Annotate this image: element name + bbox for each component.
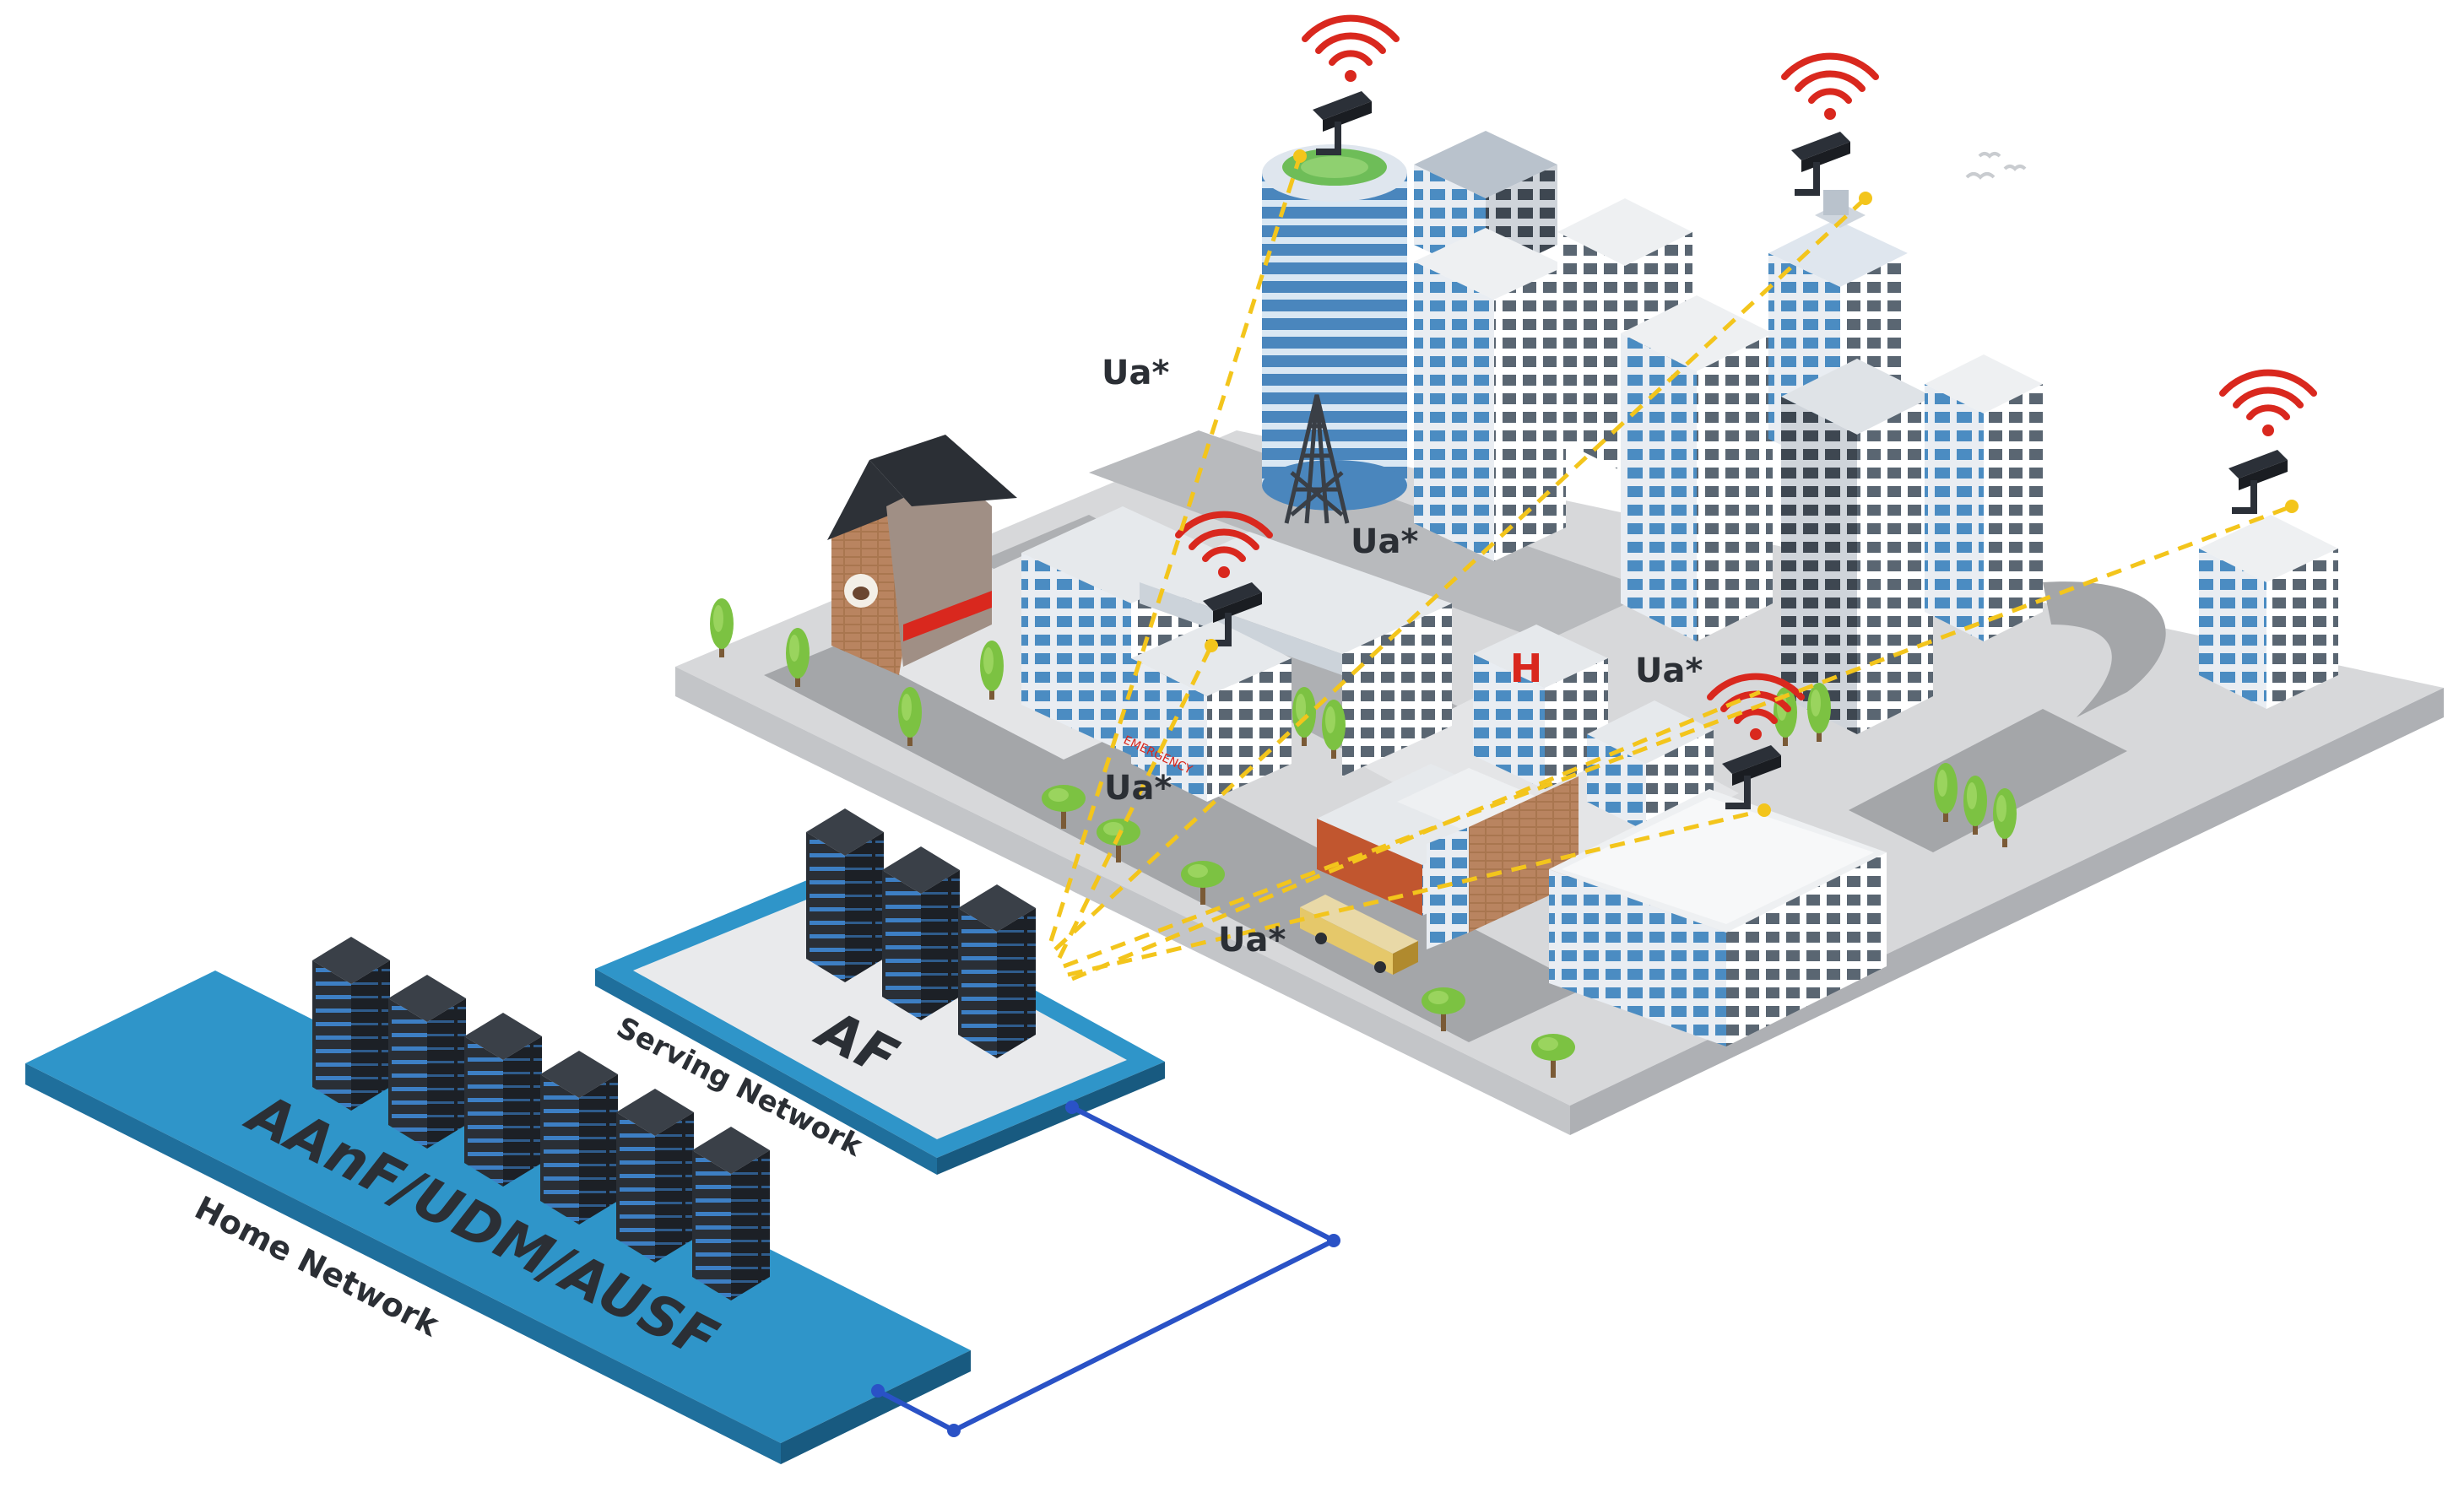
wifi-signal-icon [2223,373,2314,436]
server-rack-icon [312,937,390,1111]
network-interconnect [871,1100,1340,1437]
server-rack-icon [692,1127,770,1300]
round-tower [1262,144,1407,511]
ua-link-endpoints [1205,149,2299,817]
tall-buildings [1414,131,2043,734]
ua-label-2: Ua* [1351,522,1418,561]
wifi-signal-icon [1784,57,1876,120]
serving-network-platform: Serving Network AF [595,873,1165,1175]
server-rack-icon [806,808,884,982]
bus-icon [1300,895,1418,975]
server-rack-icon [958,884,1036,1058]
server-rack-icon [464,1013,542,1187]
security-camera-icon [2228,450,2288,514]
ua-label-5: Ua* [1218,921,1286,960]
server-rack-icon [388,975,466,1149]
server-rack-icon [540,1051,618,1225]
ua-links [1048,155,2293,981]
front-office-building [1549,789,1887,1046]
ua-labels: Ua* Ua* Ua* Ua* Ua* [1102,354,1703,960]
road-right [1849,709,2127,852]
wifi-signal-icon [1305,19,1396,82]
civic-building [1317,764,1579,949]
radio-tower-icon [1284,394,1350,524]
birds [1965,152,2027,180]
ua-label-4: Ua* [1104,769,1172,808]
security-camera-icon [1791,132,1850,196]
cafe-house [827,435,1017,675]
hospital-sign: H [1510,646,1543,691]
right-building [2199,515,2338,709]
ua-label-3: Ua* [1635,652,1703,690]
ua-label-1: Ua* [1102,354,1169,392]
server-rack-icon [882,846,960,1020]
server-rack-icon [616,1089,694,1263]
